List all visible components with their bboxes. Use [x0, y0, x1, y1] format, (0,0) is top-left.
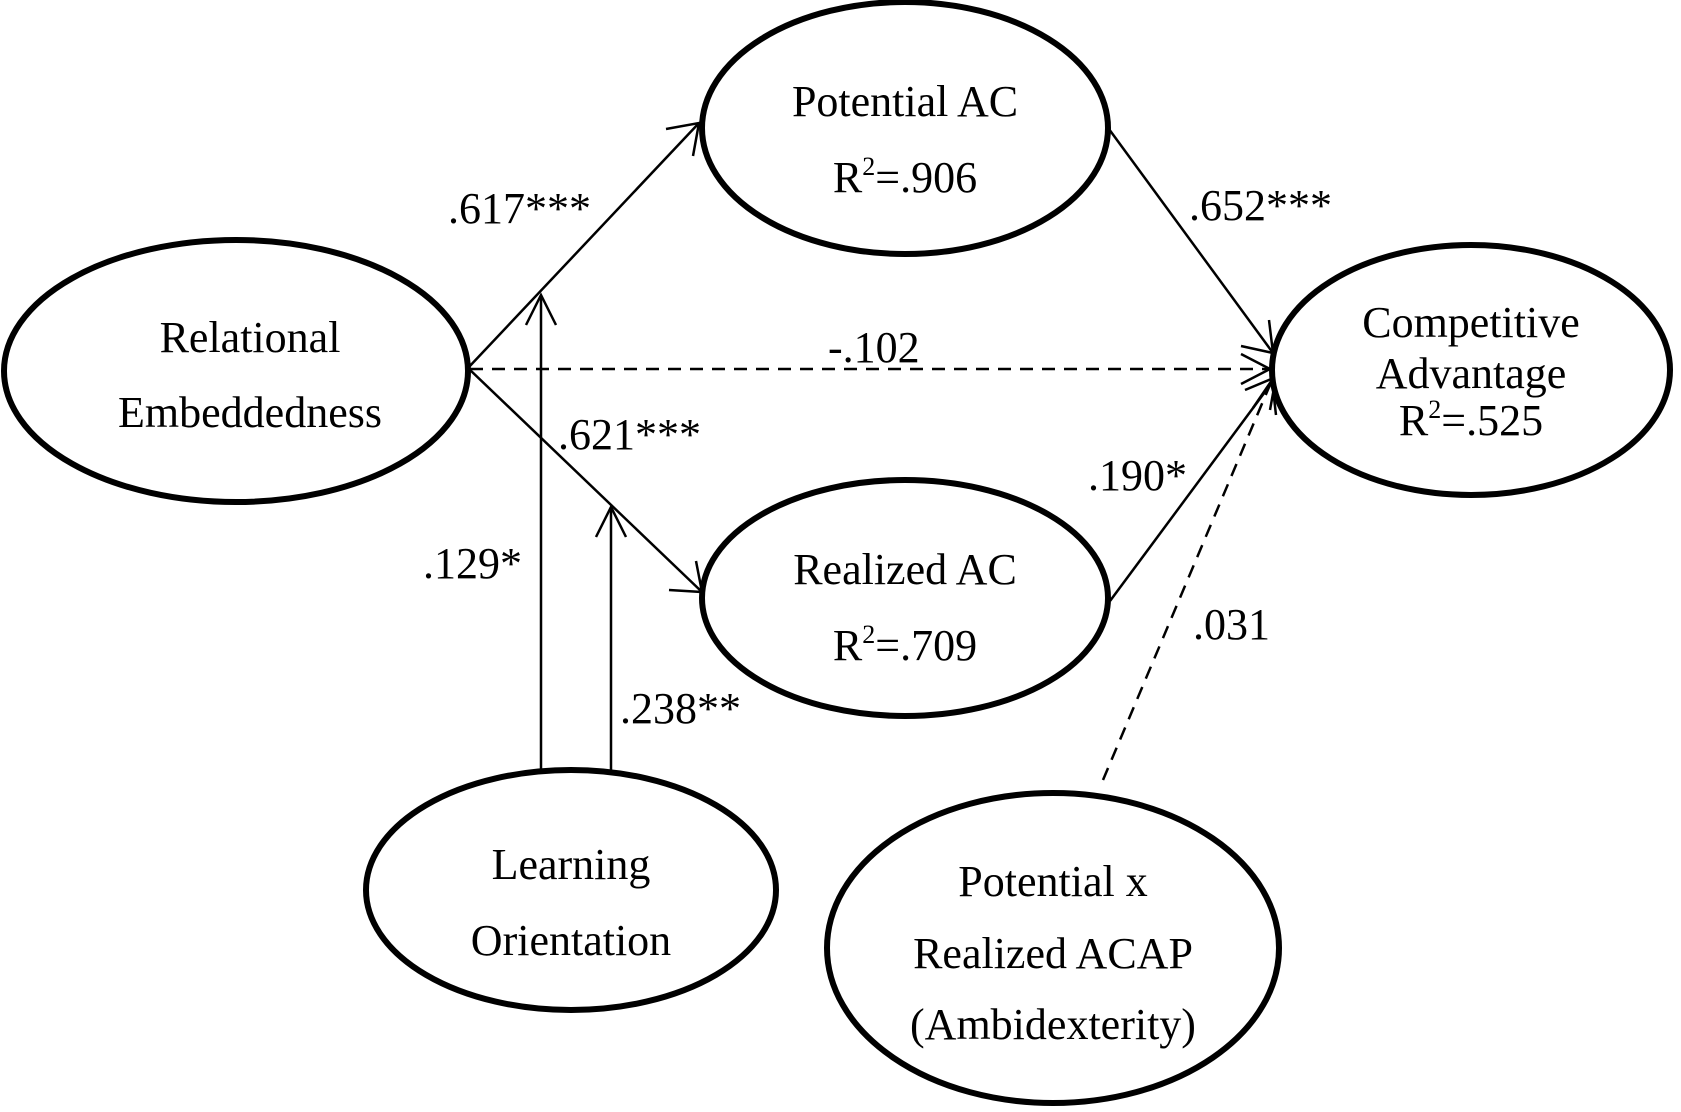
node-competitive-advantage: Competitive Advantage R2=.525 — [1269, 242, 1673, 498]
ambidexterity-line3: (Ambidexterity) — [910, 1000, 1196, 1049]
node-realized-ac: Realized AC R2=.709 — [699, 477, 1111, 719]
node-learning-orientation: Learning Orientation — [363, 767, 779, 1013]
arrowhead-potential-ac — [665, 121, 701, 157]
label-lo-moderates-potential: .129* — [423, 539, 522, 588]
label-potential-ac-to-ca: .652*** — [1189, 181, 1332, 230]
learning-orientation-line1: Learning — [492, 840, 651, 889]
label-re-to-competitive-advantage: -.102 — [828, 323, 920, 372]
potential-ac-label: Potential AC — [792, 77, 1018, 126]
edge-re-to-potential-ac — [467, 122, 700, 369]
relational-embeddedness-line2: Embeddedness — [118, 388, 382, 437]
competitive-advantage-r2: R2=.525 — [1399, 395, 1543, 445]
realized-ac-r2: R2=.709 — [833, 620, 977, 670]
learning-orientation-line2: Orientation — [471, 916, 671, 965]
realized-ac-label: Realized AC — [793, 545, 1017, 594]
node-relational-embeddedness: Relational Embeddedness — [1, 237, 471, 505]
label-realized-ac-to-ca: .190* — [1088, 451, 1187, 500]
edge-potential-ac-to-ca — [1104, 124, 1275, 354]
edge-re-to-realized-ac — [467, 367, 703, 593]
edge-realized-ac-to-ca — [1108, 376, 1278, 602]
edge-ambidexterity-to-ca — [1101, 379, 1274, 781]
label-lo-moderates-realized: .238** — [620, 684, 741, 733]
node-ambidexterity: Potential x Realized ACAP (Ambidexterity… — [824, 790, 1282, 1106]
relational-embeddedness-line1: Relational — [160, 313, 341, 362]
arrowhead-moderation-potential — [524, 292, 558, 326]
node-potential-ac: Potential AC R2=.906 — [699, 0, 1111, 257]
potential-ac-r2: R2=.906 — [833, 152, 977, 202]
competitive-advantage-line2: Advantage — [1376, 349, 1567, 398]
label-re-to-potential-ac: .617*** — [448, 184, 591, 233]
arrowhead-moderation-realized — [594, 504, 628, 538]
ambidexterity-line1: Potential x — [958, 857, 1147, 906]
competitive-advantage-line1: Competitive — [1362, 298, 1580, 347]
label-re-to-realized-ac: .621*** — [558, 410, 701, 459]
label-ambidexterity-to-ca: .031 — [1193, 600, 1270, 649]
ambidexterity-line2: Realized ACAP — [913, 929, 1193, 978]
